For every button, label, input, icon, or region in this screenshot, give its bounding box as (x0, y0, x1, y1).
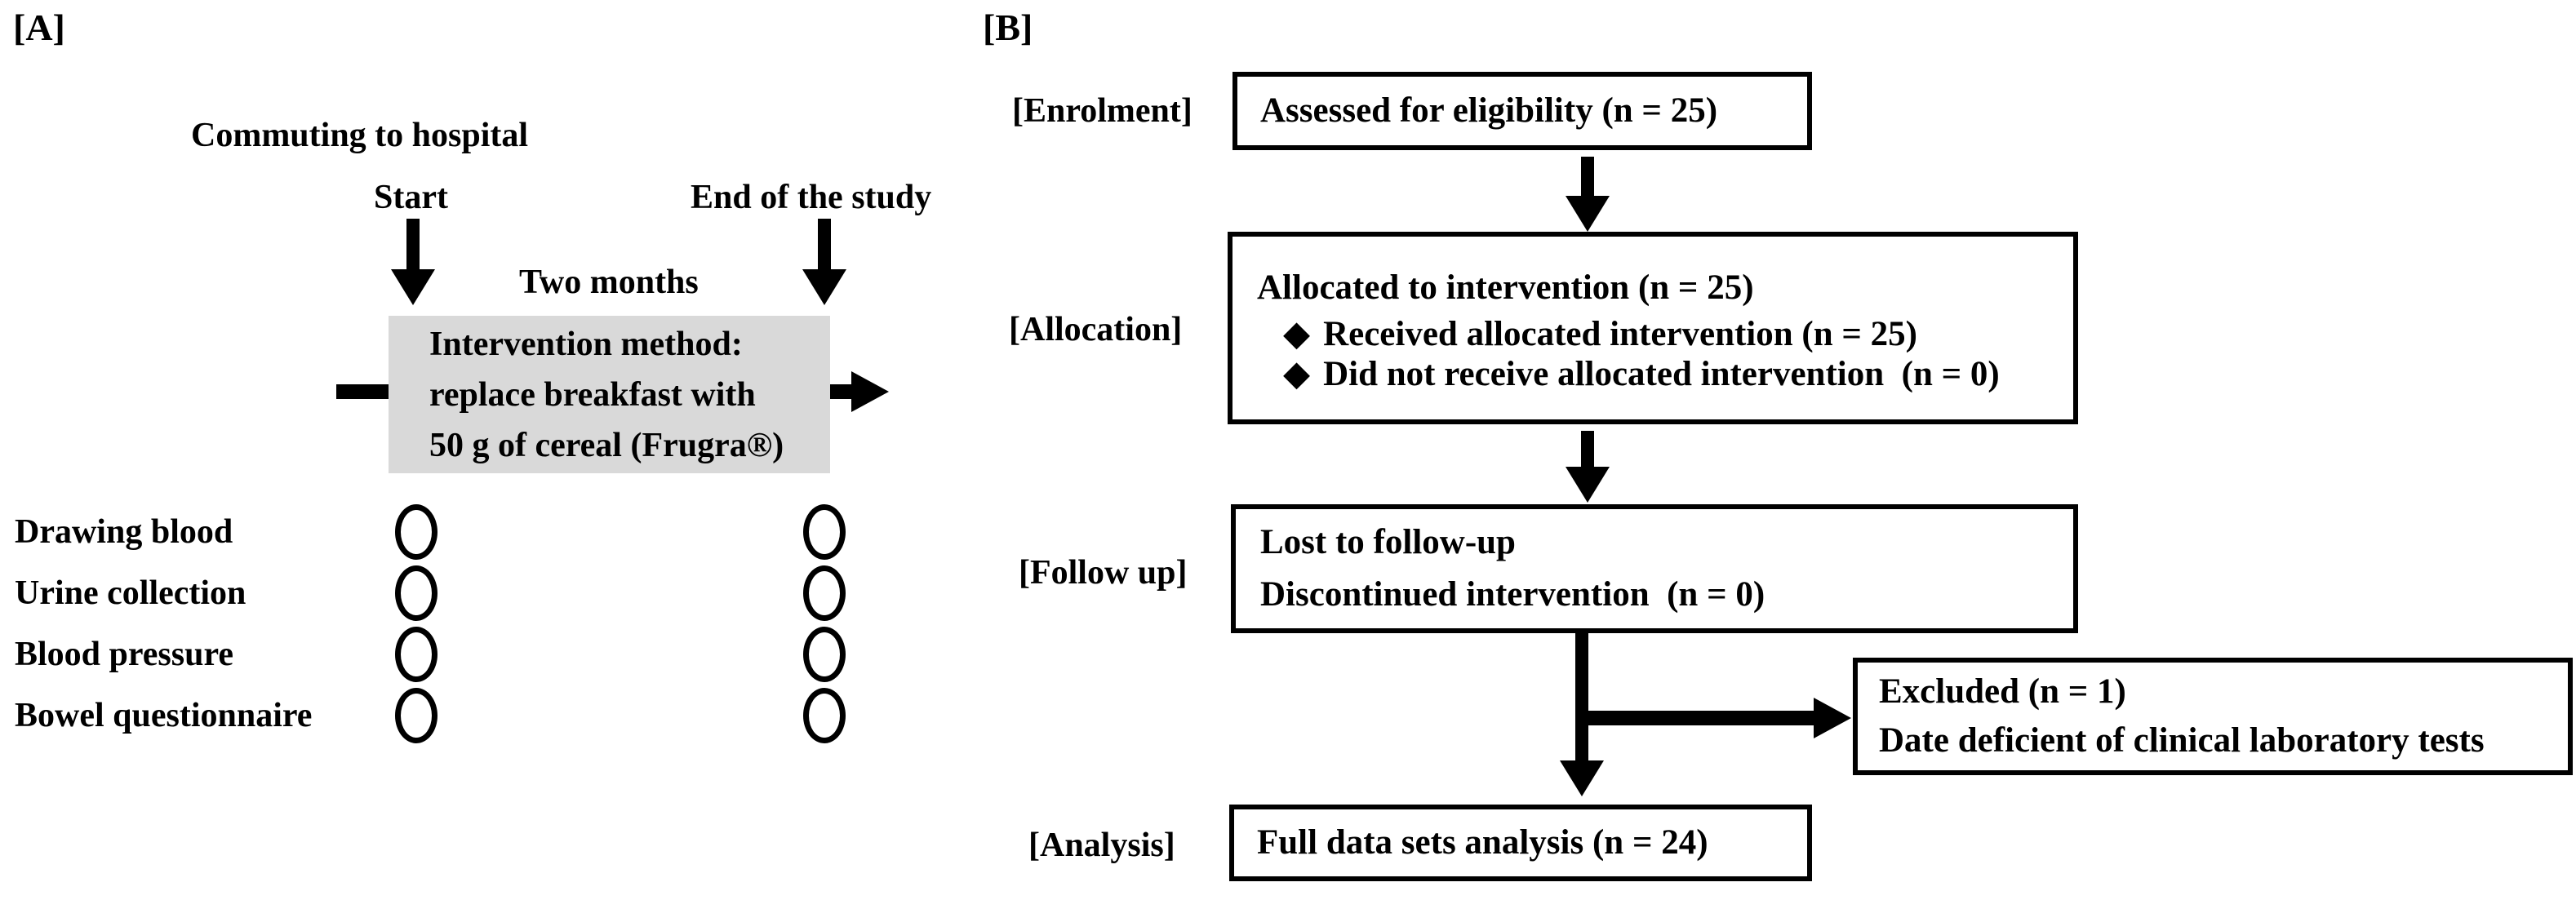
start-down-arrow-icon (391, 219, 435, 305)
panel-b-label: [B] (983, 7, 1033, 48)
diamond-bullet-icon: ◆ (1283, 355, 1311, 393)
stage-label-followup: [Follow up] (1019, 554, 1188, 592)
branch-arrow-stem (1582, 711, 1814, 725)
end-circle-icon (803, 688, 846, 743)
end-circle-icon (803, 565, 846, 621)
stage-label-analysis: [Analysis] (1028, 827, 1175, 864)
flow-arrow-followup-to-analysis-stem (1575, 633, 1588, 760)
stage-label-allocation: [Allocation] (1009, 311, 1183, 348)
arrow-stem (818, 219, 831, 269)
start-circle-icon (395, 688, 437, 743)
measurement-label: Blood pressure (15, 636, 233, 673)
end-circle-icon (803, 504, 846, 560)
intervention-line: 50 g of cereal (Frugra®) (429, 426, 784, 464)
stage-label-enrolment: [Enrolment] (1012, 92, 1193, 130)
followup-line: Discontinued intervention (n = 0) (1260, 575, 1765, 614)
start-circle-icon (395, 627, 437, 682)
start-circle-icon (395, 565, 437, 621)
flow-arrow-followup-to-analysis-head-icon (1560, 760, 1604, 796)
timeline-entry-bar (336, 384, 390, 399)
excluded-box: Excluded (n = 1) Date deficient of clini… (1853, 658, 2573, 775)
arrow-head (1566, 467, 1610, 503)
start-label: Start (374, 179, 448, 216)
arrow-stem (1581, 431, 1594, 467)
timeline-exit-stem (830, 384, 851, 399)
intervention-box: Intervention method: replace breakfast w… (389, 316, 830, 473)
excluded-line: Excluded (n = 1) (1879, 672, 2126, 711)
allocation-bullet-text: Received allocated intervention (n = 25) (1323, 314, 1917, 353)
intervention-line: Intervention method: (429, 325, 743, 363)
measurement-label: Drawing blood (15, 513, 233, 551)
end-label: End of the study (691, 179, 932, 216)
followup-box: Lost to follow-up Discontinued intervent… (1231, 504, 2078, 633)
end-circle-icon (803, 627, 846, 682)
analysis-box-line: Full data sets analysis (n = 24) (1257, 823, 1708, 862)
excluded-line: Date deficient of clinical laboratory te… (1879, 721, 2485, 760)
diamond-bullet-icon: ◆ (1283, 314, 1311, 353)
timeline-exit-arrow-icon (851, 371, 889, 412)
arrow-stem (1581, 157, 1594, 196)
branch-arrow-to-excluded-icon (1814, 698, 1851, 738)
commuting-header: Commuting to hospital (191, 117, 529, 154)
measurement-label: Bowel questionnaire (15, 697, 313, 734)
allocation-bullet-item: ◆ Received allocated intervention (n = 2… (1283, 314, 2073, 354)
arrow-head (391, 269, 435, 305)
panel-a-label: [A] (13, 7, 65, 48)
allocation-box: Allocated to intervention (n = 25) ◆ Rec… (1228, 232, 2078, 424)
end-down-arrow-icon (802, 219, 846, 305)
analysis-box: Full data sets analysis (n = 24) (1229, 805, 1812, 881)
enrolment-box: Assessed for eligibility (n = 25) (1232, 72, 1812, 150)
arrow-stem (406, 219, 420, 269)
allocation-title: Allocated to intervention (n = 25) (1257, 268, 1754, 307)
allocation-bullet-item: ◆ Did not receive allocated intervention… (1283, 354, 2073, 394)
flow-arrow-enrolment-to-allocation-icon (1566, 157, 1610, 232)
intervention-line: replace breakfast with (429, 375, 756, 414)
allocation-bullet-text: Did not receive allocated intervention (… (1323, 355, 2000, 393)
enrolment-box-line: Assessed for eligibility (n = 25) (1260, 91, 1718, 131)
measurement-label: Urine collection (15, 574, 246, 612)
start-circle-icon (395, 504, 437, 560)
followup-line: Lost to follow-up (1260, 523, 1516, 561)
flow-arrow-allocation-to-followup-icon (1566, 431, 1610, 503)
arrow-head (802, 269, 846, 305)
arrow-head (1566, 196, 1610, 232)
duration-label: Two months (519, 264, 699, 301)
